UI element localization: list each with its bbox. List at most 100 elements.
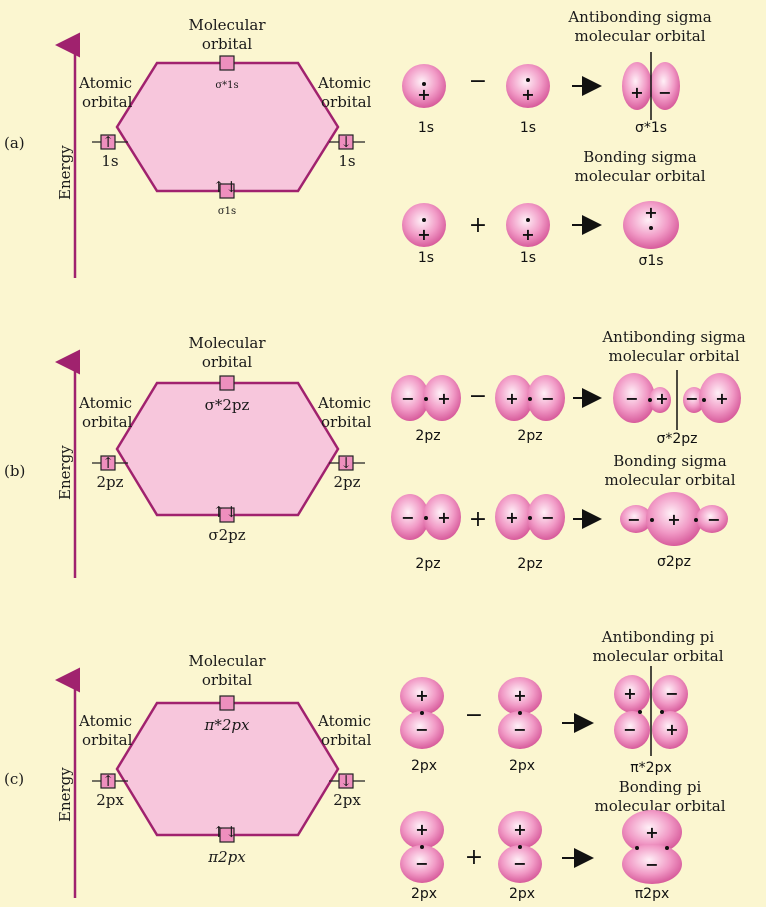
p-lobe (423, 494, 461, 540)
bonding-title-2: molecular orbital (574, 167, 705, 185)
bonding-lobe (622, 844, 682, 884)
nucleus-dot (422, 218, 426, 222)
p-lobe (527, 375, 565, 421)
ao-left-box (100, 134, 116, 150)
minus-sign: + (521, 85, 534, 104)
ao-left-title-2: orbital (82, 731, 133, 749)
p-lobe (527, 494, 565, 540)
bonding-lobe (622, 810, 682, 854)
orbital-label: 2pz (517, 556, 542, 572)
energy-label: Energy (56, 445, 74, 500)
orbital-label: σ*2pz (656, 431, 697, 447)
p-lobe (391, 494, 429, 540)
mo-hexagon (115, 701, 340, 837)
ao-right-title-1: Atomic (317, 712, 371, 730)
antibonding-box (219, 375, 235, 391)
ao-left-title-2: orbital (82, 93, 133, 111)
nucleus-dot (424, 516, 428, 520)
antibonding-lobe (613, 373, 655, 423)
plus-sign: + (513, 686, 526, 705)
nucleus-dot (649, 226, 653, 230)
ao-right-label: 1s (338, 152, 355, 170)
panel-label: (c) (4, 770, 24, 788)
plus-sign: + (513, 820, 526, 839)
orbital-label: 1s (520, 120, 536, 136)
antibonding-lobe (614, 711, 650, 749)
ao-right-label: 2px (333, 791, 361, 809)
orbital-label: σ1s (638, 253, 663, 269)
plus-sign: + (505, 508, 518, 527)
nucleus-dot (420, 711, 424, 715)
bonding-lobe (620, 505, 652, 533)
nucleus-dot (648, 398, 652, 402)
minus-sign: − (541, 508, 554, 527)
orbital-label: 1s (418, 120, 434, 136)
mo-title-1: Molecular (188, 334, 266, 352)
orbital-label: 1s (418, 250, 434, 266)
panel-label: (b) (4, 462, 25, 480)
nucleus-dot (638, 710, 642, 714)
bonding-lobe (696, 505, 728, 533)
antibonding-mo-label: σ*1s (215, 80, 238, 91)
orbital-label: π2px (635, 886, 670, 902)
bonding-lobe (646, 492, 702, 546)
antibonding-lobe-left (622, 62, 652, 110)
p-lobe (498, 711, 542, 749)
electron-down-icon: ↓ (340, 133, 353, 151)
minus-sign: − (623, 720, 636, 739)
bonding-title-1: Bonding sigma (583, 148, 696, 166)
add-operator: + (465, 845, 483, 870)
ao-left-title-2: orbital (82, 413, 133, 431)
subtract-operator: − (469, 384, 487, 409)
minus-sign: − (513, 720, 526, 739)
add-operator: + (469, 507, 487, 532)
minus-sign: − (401, 389, 414, 408)
orbital-label: 2px (411, 886, 437, 902)
mo-title-1: Molecular (188, 652, 266, 670)
ao-left-label: 2pz (96, 473, 123, 491)
plus-sign: + (655, 389, 668, 408)
plus-sign: + (623, 684, 636, 703)
nucleus-dot (518, 711, 522, 715)
panel-a: (a) Energy Molecular orbital Atomic orbi… (4, 8, 712, 278)
antibonding-title-1: Antibonding sigma (601, 328, 745, 346)
plus-sign: + (437, 389, 450, 408)
bonding-mo-label: σ1s (218, 206, 236, 217)
plus-sign: + (417, 85, 430, 104)
nucleus-dot (528, 397, 532, 401)
ao-left-title-1: Atomic (78, 74, 132, 92)
ao-right-title-1: Atomic (317, 394, 371, 412)
panel-c: (c) Energy Molecular orbital Atomic orbi… (4, 628, 726, 902)
ao-right-box (338, 455, 354, 471)
plus-sign: + (521, 225, 534, 244)
electron-pair-icon: ↑↓ (212, 178, 237, 196)
ao-right-title-2: orbital (321, 413, 372, 431)
orbital-label: σ*1s (635, 120, 667, 136)
orbital-label: π*2px (630, 760, 672, 776)
nucleus-dot (424, 397, 428, 401)
mo-title-2: orbital (202, 671, 253, 689)
plus-sign: + (644, 203, 657, 222)
electron-up-icon: ↑ (102, 133, 115, 151)
plus-sign: + (715, 389, 728, 408)
mo-hexagon (115, 381, 340, 517)
orbital-label: 2pz (415, 556, 440, 572)
antibonding-title-1: Antibonding sigma (567, 8, 711, 26)
p-lobe (498, 845, 542, 883)
orbital-label: 2px (411, 758, 437, 774)
p-lobe (498, 677, 542, 715)
antibonding-title-1: Antibonding pi (601, 628, 715, 646)
add-operator: + (469, 213, 487, 238)
p-lobe (498, 811, 542, 849)
electron-up-icon: ↑ (102, 454, 115, 472)
panel-b: (b) Energy Molecular orbital Atomic orbi… (4, 328, 746, 578)
plus-sign: + (665, 720, 678, 739)
nucleus-dot (518, 845, 522, 849)
orbital-label: 2pz (517, 428, 542, 444)
ao-right-title-2: orbital (321, 93, 372, 111)
plus-sign: + (415, 820, 428, 839)
minus-sign: − (658, 83, 671, 102)
ao-right-title-1: Atomic (317, 74, 371, 92)
electron-down-icon: ↓ (340, 772, 353, 790)
